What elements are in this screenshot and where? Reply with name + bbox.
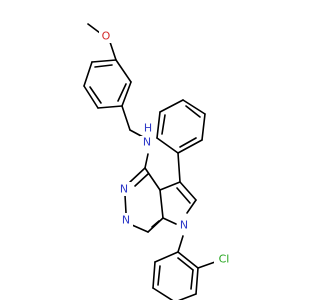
bond-c5-phenyl	[177, 152, 181, 183]
methoxyphenyl-ring	[83, 59, 132, 109]
amine-nitrogen-label: N	[143, 136, 151, 149]
amine-hydrogen-label: H	[144, 122, 152, 135]
pyrimidine-n3-label: N	[120, 183, 128, 196]
pyrrole-ring	[159, 181, 197, 225]
label-bg-nh	[140, 136, 154, 150]
bond-n7-aryl	[177, 235, 184, 253]
label-bg-n7	[177, 218, 191, 232]
chlorine-label: Cl	[219, 253, 230, 266]
pyrimidine-ring	[124, 167, 164, 233]
structure-canvas: O N H N N N Cl	[83, 23, 234, 300]
oxygen-label: O	[102, 30, 111, 43]
bond-o-ring	[109, 41, 117, 61]
label-bg-cl	[214, 252, 234, 266]
label-bg-o	[99, 29, 113, 43]
bond-n-c4	[144, 153, 149, 169]
pyrrole-n7-label: N	[180, 219, 188, 232]
pyrimidine-n1-label: N	[122, 214, 130, 227]
molecule-structure: O N H N N N Cl	[83, 23, 234, 300]
label-bg-n1	[119, 213, 133, 227]
bond-aryl-cl	[197, 261, 216, 269]
label-bg-n3	[117, 182, 131, 196]
bond-ch2-n	[129, 129, 144, 138]
bond-ring-ch2	[121, 105, 131, 131]
bond-methyl-o	[87, 23, 101, 34]
chlorophenyl-ring	[152, 251, 199, 300]
phenyl-ring	[156, 99, 206, 154]
